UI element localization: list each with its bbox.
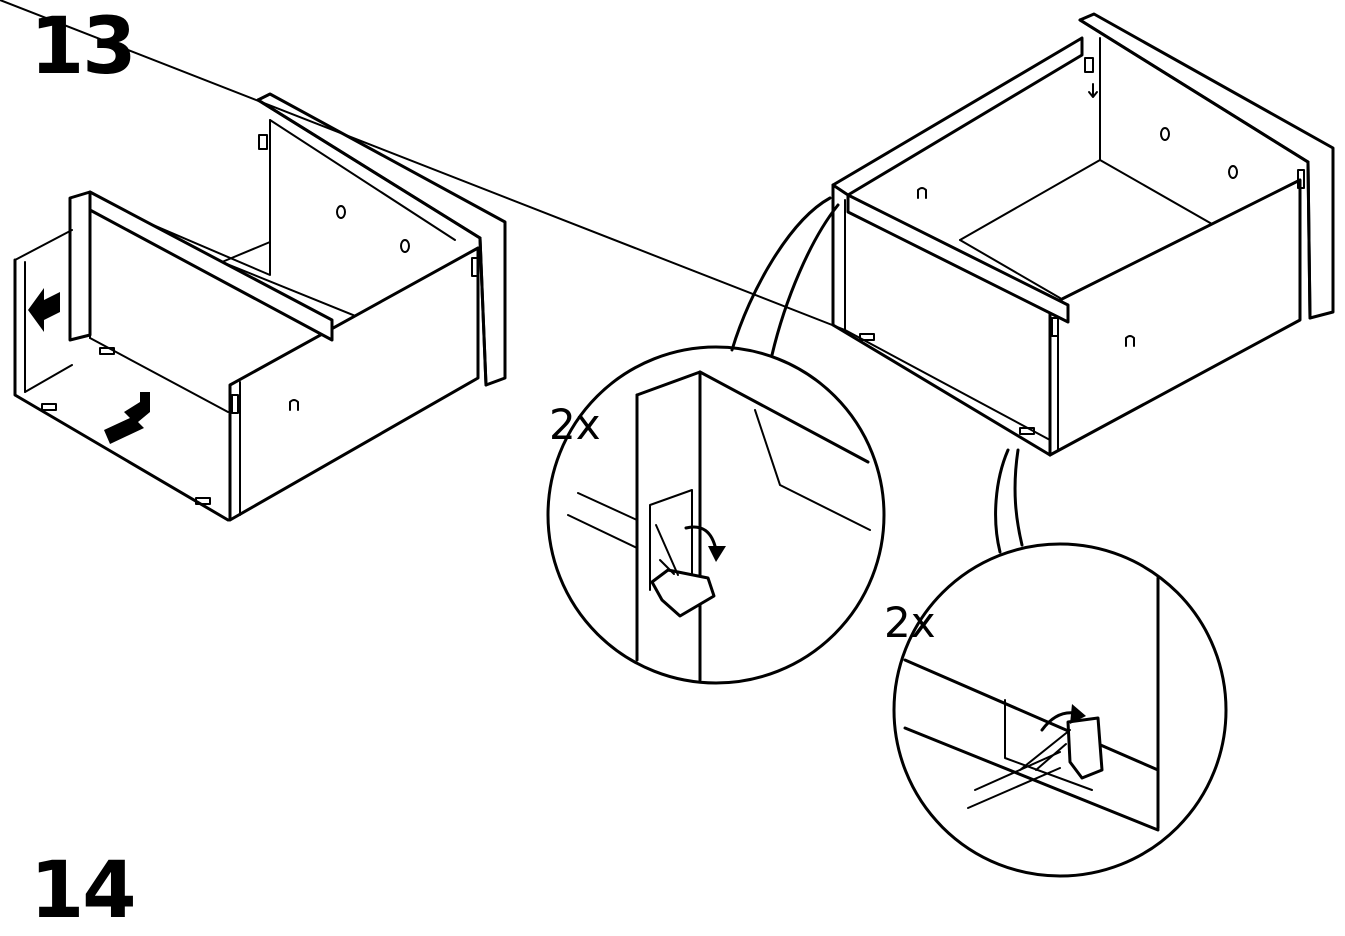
drawer-left-being-assembled <box>13 92 507 522</box>
push-left-arrow-icon <box>28 288 60 332</box>
detail-callout-left <box>546 196 886 685</box>
detail-callout-right <box>892 448 1228 878</box>
assembly-illustration <box>0 0 1335 878</box>
down-arrow-icon <box>1088 83 1098 98</box>
bend-tab-arrow-icon <box>684 525 726 562</box>
drawer-right-assembled <box>0 0 1335 457</box>
bend-tab-arrow-icon-right <box>1040 704 1086 732</box>
drawer-back-panel <box>68 190 92 342</box>
drawer-side-panel <box>228 246 480 522</box>
push-down-arrow-icon <box>104 392 150 444</box>
